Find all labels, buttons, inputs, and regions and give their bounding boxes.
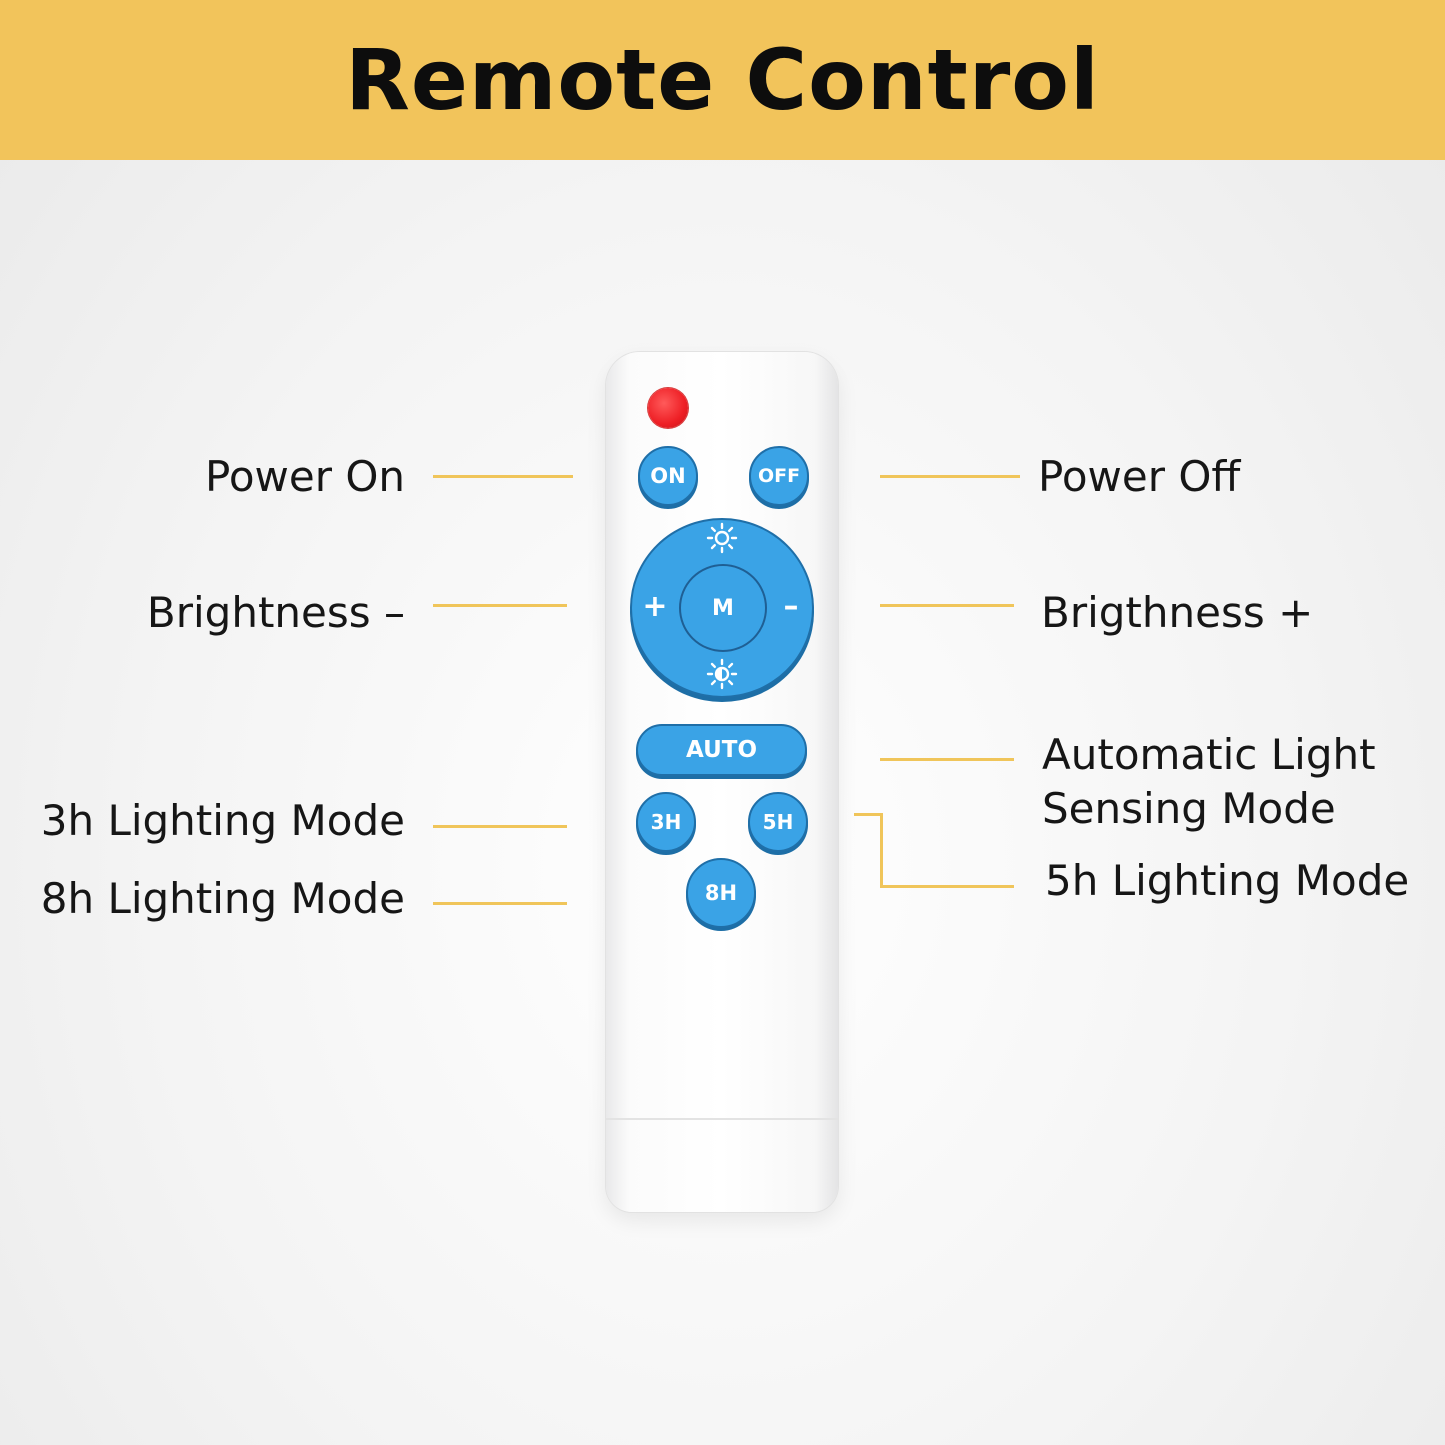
auto-button[interactable]: AUTO [636,724,807,776]
8h-button[interactable]: 8H [686,858,756,928]
label-brightness-plus: Brigthness + [1041,588,1314,637]
leader-line-8h [433,902,567,905]
mode-center-button[interactable]: M [679,564,767,652]
sun-half-bottom-icon [702,656,742,692]
leader-bracket-5h-lower [880,813,1014,888]
label-brightness-minus: Brightness – [146,588,405,637]
label-auto-line1: Automatic Light [1042,730,1376,779]
leader-line-brightness-plus [880,604,1014,607]
remote-battery-seam [606,1118,838,1120]
off-button[interactable]: OFF [749,446,809,506]
sun-top-icon [702,520,742,556]
label-power-off: Power Off [1038,452,1241,501]
label-auto-line2: Sensing Mode [1042,784,1336,833]
leader-line-power-on [433,475,573,478]
leader-line-auto [880,758,1014,761]
label-8h-mode: 8h Lighting Mode [40,874,405,923]
indicator-led [648,388,688,428]
5h-button[interactable]: 5H [748,792,808,852]
leader-line-3h [433,825,567,828]
label-3h-mode: 3h Lighting Mode [40,796,405,845]
label-power-on: Power On [204,452,405,501]
leader-line-brightness-minus [433,604,567,607]
minus-button[interactable]: – [783,588,799,624]
3h-button[interactable]: 3H [636,792,696,852]
leader-line-power-off [880,475,1020,478]
leader-bracket-5h [854,813,882,888]
label-5h-mode: 5h Lighting Mode [1045,856,1410,905]
on-button[interactable]: ON [638,446,698,506]
page-title: Remote Control [345,31,1100,129]
plus-button[interactable]: + [642,588,668,624]
header-banner: Remote Control [0,0,1445,160]
